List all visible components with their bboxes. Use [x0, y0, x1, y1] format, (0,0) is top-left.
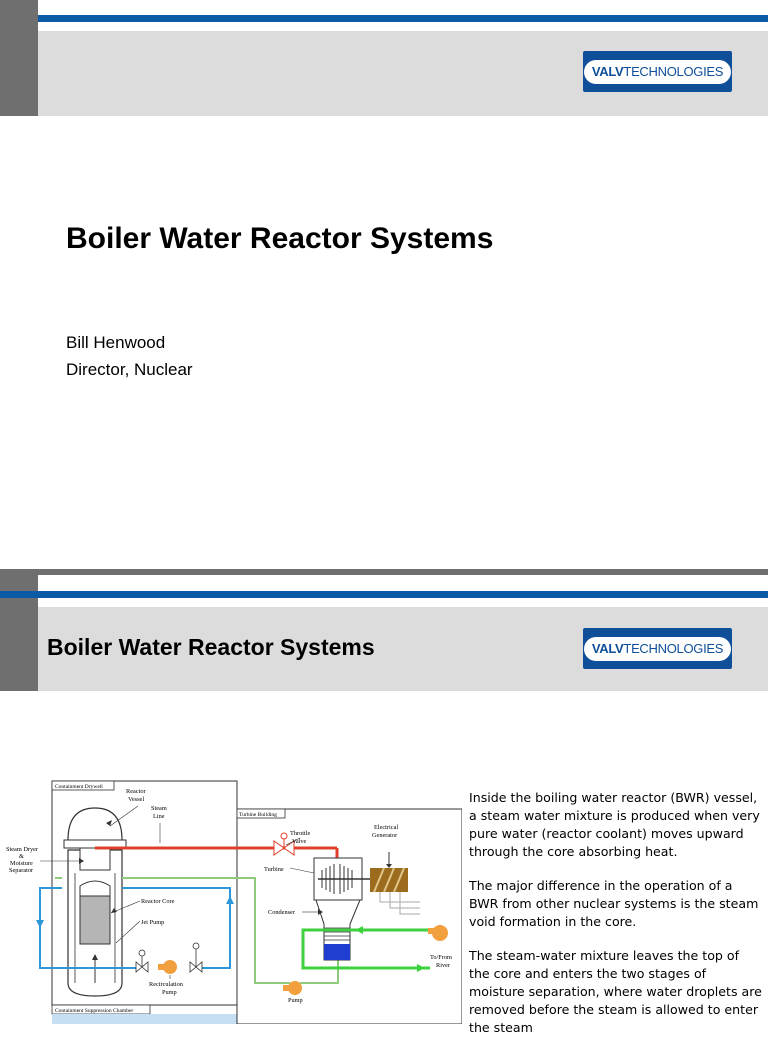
label-reactor-core: Reactor Core: [141, 898, 175, 905]
recirculation-pump: [158, 960, 177, 974]
turbine-building-box: [236, 808, 462, 1024]
recirc-valve-1: [135, 949, 149, 973]
paragraph-2: The major difference in the operation of…: [469, 878, 759, 929]
label-pump: Pump: [288, 997, 303, 1004]
recirc-valve-2: [189, 942, 203, 973]
circulating-pump: [428, 925, 448, 941]
label-jet-pump: Jet Pump: [141, 919, 164, 926]
label-steam-dryer-1: Steam Dryer: [6, 846, 39, 853]
suppression-pool: [52, 1014, 237, 1024]
label-turbine: Turbine: [264, 866, 284, 873]
label-electrical-generator-2: Generator: [372, 832, 398, 839]
label-steam-line-1: Steam: [151, 805, 167, 812]
label-throttle-valve-2: Valve: [292, 838, 307, 845]
label-condenser: Condenser: [268, 909, 296, 916]
slide2-valv-logo: VALVTECHNOLOGIES: [583, 628, 732, 669]
label-reactor-vessel-2: Vessel: [128, 796, 144, 803]
slide1-valv-logo: VALVTECHNOLOGIES: [583, 51, 732, 92]
reactor-core: [79, 895, 111, 945]
slide1-left-accent: [0, 0, 38, 116]
label-to-from-river-2: River: [436, 962, 451, 969]
suppression-chamber-label: Containment Suppression Chamber: [55, 1008, 133, 1014]
slide1-author: Bill Henwood: [66, 333, 166, 352]
reactor-vessel: [67, 849, 123, 997]
paragraph-1: Inside the boiling water reactor (BWR) v…: [469, 790, 760, 859]
label-recirc-pump-2: Pump: [162, 989, 177, 996]
label-steam-dryer-2: &: [19, 853, 24, 860]
slide2-title: Boiler Water Reactor Systems: [47, 634, 375, 660]
label-reactor-vessel-1: Reactor: [126, 788, 146, 795]
label-electrical-generator-1: Electrical: [374, 824, 398, 831]
condensate-pump: [283, 981, 302, 995]
slide1-blue-rule: [38, 15, 768, 22]
label-steam-dryer-3: Moisture: [10, 860, 33, 867]
description-text: Inside the boiling water reactor (BWR) v…: [469, 789, 762, 1053]
label-steam-line-2: Line: [153, 813, 165, 820]
electrical-generator: [370, 852, 420, 915]
label-throttle-valve-1: Throttle: [290, 830, 310, 837]
slide2-blue-rule: [0, 591, 768, 598]
slide2-top-gray-rule: [0, 569, 768, 575]
label-steam-dryer-4: Separator: [9, 867, 34, 874]
label-recirc-pump-1: Recirculation: [149, 981, 184, 988]
throttle-valve: [273, 832, 295, 856]
turbine-building-label: Turbine Building: [239, 812, 277, 818]
label-to-from-river-1: To/From: [430, 954, 452, 961]
bwr-diagram: Containment Drywell Containment Suppress…: [6, 780, 462, 1024]
containment-drywell-label: Containment Drywell: [55, 784, 103, 790]
steam-dryer: [79, 847, 111, 871]
slide1-title: Boiler Water Reactor Systems: [66, 222, 494, 255]
slide1-role: Director, Nuclear: [66, 360, 193, 379]
